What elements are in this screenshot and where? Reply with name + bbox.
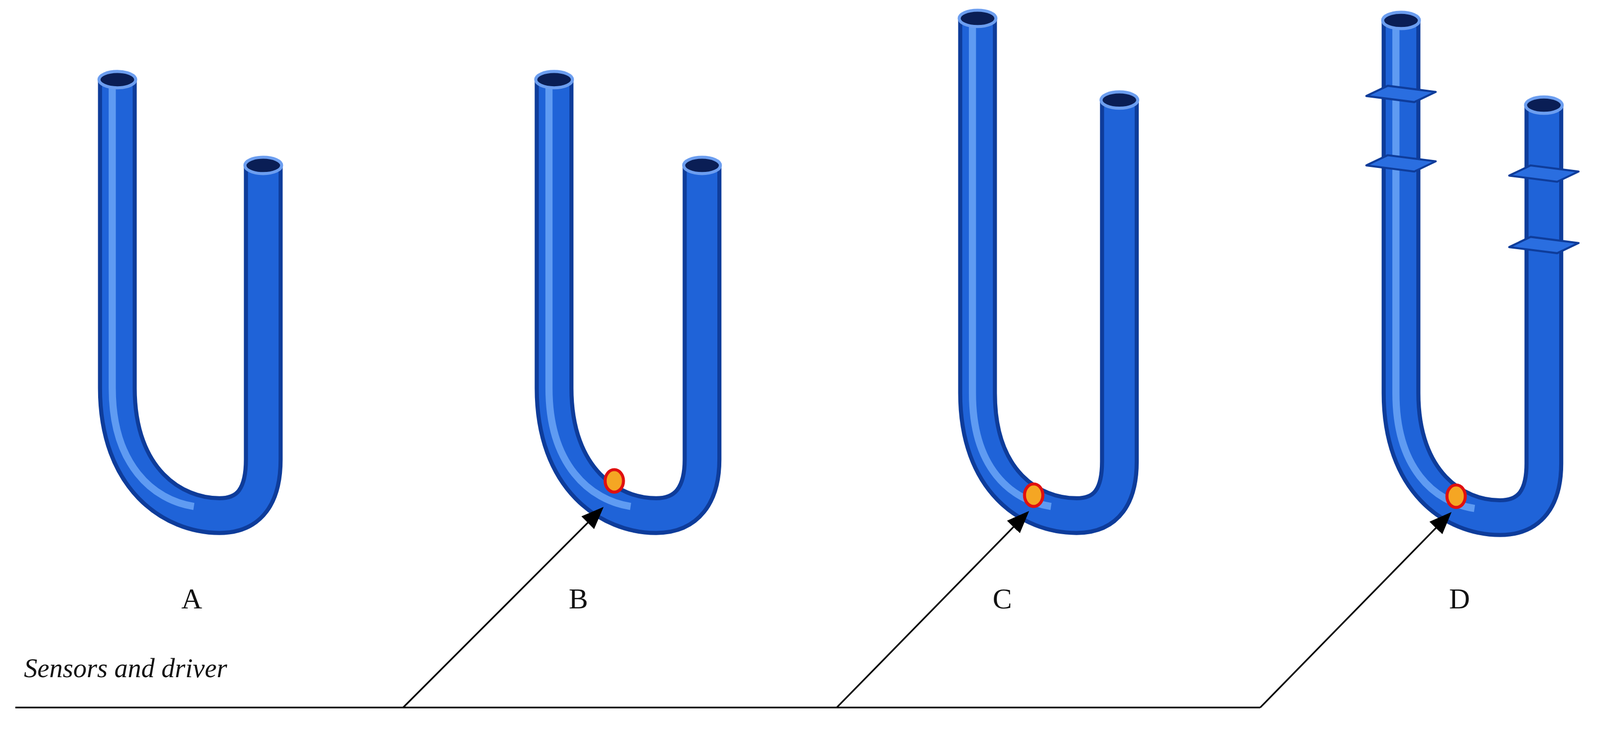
tube-letter: D — [1449, 582, 1470, 615]
flange — [1366, 85, 1579, 254]
tube-letter: A — [181, 582, 203, 615]
tube-letter: B — [568, 582, 589, 615]
tube-c — [959, 9, 1138, 516]
tube-d — [1366, 12, 1579, 518]
callout-label: Sensors and driver — [23, 653, 228, 683]
tube-b — [535, 71, 721, 516]
tube-letter: C — [992, 582, 1013, 615]
leader-lines — [15, 508, 1451, 708]
tube-a — [99, 71, 282, 516]
